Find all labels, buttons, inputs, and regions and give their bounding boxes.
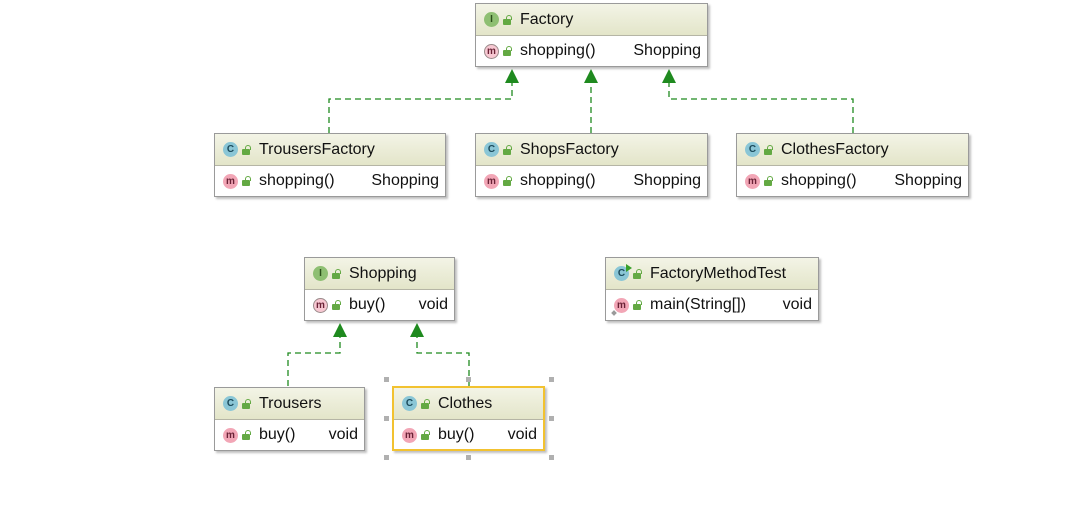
arrowhead-trousers-shopping [333,323,347,337]
resize-handle-nw[interactable] [384,377,389,382]
resize-handle-w[interactable] [384,416,389,421]
interface-icon: I [313,266,328,281]
public-lock-icon [242,144,251,155]
public-lock-icon [764,144,773,155]
public-lock-icon [421,398,430,409]
class-icon: C [223,142,238,157]
resize-handle-n[interactable] [466,377,471,382]
class-icon: C [402,396,417,411]
method-name: shopping() [259,172,335,189]
public-lock-icon [503,14,512,25]
edge-clothes-shopping [416,336,470,386]
uml-header: I Shopping [305,258,454,290]
resize-handle-e[interactable] [549,416,554,421]
uml-title: TrousersFactory [259,140,375,158]
method-icon: m [223,427,238,443]
uml-method-row[interactable]: m shopping() Shopping [737,166,968,196]
method-icon: m [223,173,238,189]
method-name: buy() [259,426,296,443]
uml-box-clothesfactory[interactable]: C ClothesFactory m shopping() Shopping [736,133,969,197]
method-return-type: Shopping [894,172,962,189]
uml-title: ShopsFactory [520,140,619,158]
uml-box-trousersfactory[interactable]: C TrousersFactory m shopping() Shopping [214,133,446,197]
method-return-type: Shopping [633,172,701,189]
arrowhead-clothes-shopping [410,323,424,337]
method-return-type: Shopping [371,172,439,189]
static-method-icon: m [614,297,629,313]
uml-title: Factory [520,10,574,28]
method-name: main(String[]) [650,296,747,313]
uml-header: C ShopsFactory [476,134,707,166]
method-icon: m [484,173,499,189]
public-lock-icon [242,430,251,440]
uml-title: Trousers [259,394,322,412]
class-icon: C [745,142,760,157]
public-lock-icon [633,268,642,279]
public-lock-icon [332,268,341,279]
uml-header: C Clothes [394,388,543,420]
abstract-method-icon: m [484,43,499,59]
uml-header: C ClothesFactory [737,134,968,166]
public-lock-icon [421,430,430,440]
uml-method-row[interactable]: m shopping() Shopping [215,166,445,196]
method-return-type: void [507,426,537,443]
uml-header: C FactoryMethodTest [606,258,818,290]
uml-box-clothes[interactable]: C Clothes m buy() void [392,386,545,451]
uml-method-row[interactable]: m buy() void [305,290,454,320]
uml-box-factorymethodtest[interactable]: C FactoryMethodTest m main(String[]) voi… [605,257,819,321]
method-return-type: void [418,296,448,313]
interface-icon: I [484,12,499,27]
resize-handle-se[interactable] [549,455,554,460]
uml-title: FactoryMethodTest [650,264,787,282]
method-name: buy() [438,426,475,443]
uml-header: C TrousersFactory [215,134,445,166]
uml-box-trousers[interactable]: C Trousers m buy() void [214,387,365,451]
resize-handle-sw[interactable] [384,455,389,460]
method-icon: m [402,427,417,443]
resize-handle-ne[interactable] [549,377,554,382]
uml-box-factory[interactable]: I Factory m shopping() Shopping [475,3,708,67]
class-icon: C [223,396,238,411]
public-lock-icon [764,176,773,186]
uml-title: Clothes [438,394,493,412]
edge-clothesfactory-factory [668,82,854,133]
public-lock-icon [332,300,341,310]
public-lock-icon [503,46,512,56]
arrowhead-trousersfactory-factory [505,69,519,83]
arrowhead-clothesfactory-factory [662,69,676,83]
resize-handle-s[interactable] [466,455,471,460]
public-lock-icon [242,398,251,409]
method-name: shopping() [781,172,857,189]
uml-method-row[interactable]: m buy() void [394,420,543,450]
method-icon: m [745,173,760,189]
uml-box-shopsfactory[interactable]: C ShopsFactory m shopping() Shopping [475,133,708,197]
class-icon: C [484,142,499,157]
method-name: buy() [349,296,386,313]
public-lock-icon [633,300,642,310]
arrowhead-shopsfactory-factory [584,69,598,83]
uml-method-row[interactable]: m buy() void [215,420,364,450]
method-name: shopping() [520,172,596,189]
uml-method-row[interactable]: m main(String[]) void [606,290,818,320]
runnable-class-icon: C [614,264,632,281]
uml-method-row[interactable]: m shopping() Shopping [476,166,707,196]
uml-header: I Factory [476,4,707,36]
edge-trousers-shopping [287,336,341,386]
uml-method-row[interactable]: m shopping() Shopping [476,36,707,66]
uml-title: ClothesFactory [781,140,889,158]
abstract-method-icon: m [313,297,328,313]
public-lock-icon [503,176,512,186]
public-lock-icon [503,144,512,155]
uml-header: C Trousers [215,388,364,420]
uml-box-shopping[interactable]: I Shopping m buy() void [304,257,455,321]
edge-trousersfactory-factory [328,82,513,133]
uml-title: Shopping [349,264,417,282]
method-return-type: void [328,426,358,443]
method-return-type: Shopping [633,42,701,59]
public-lock-icon [242,176,251,186]
method-name: shopping() [520,42,596,59]
method-return-type: void [782,296,812,313]
